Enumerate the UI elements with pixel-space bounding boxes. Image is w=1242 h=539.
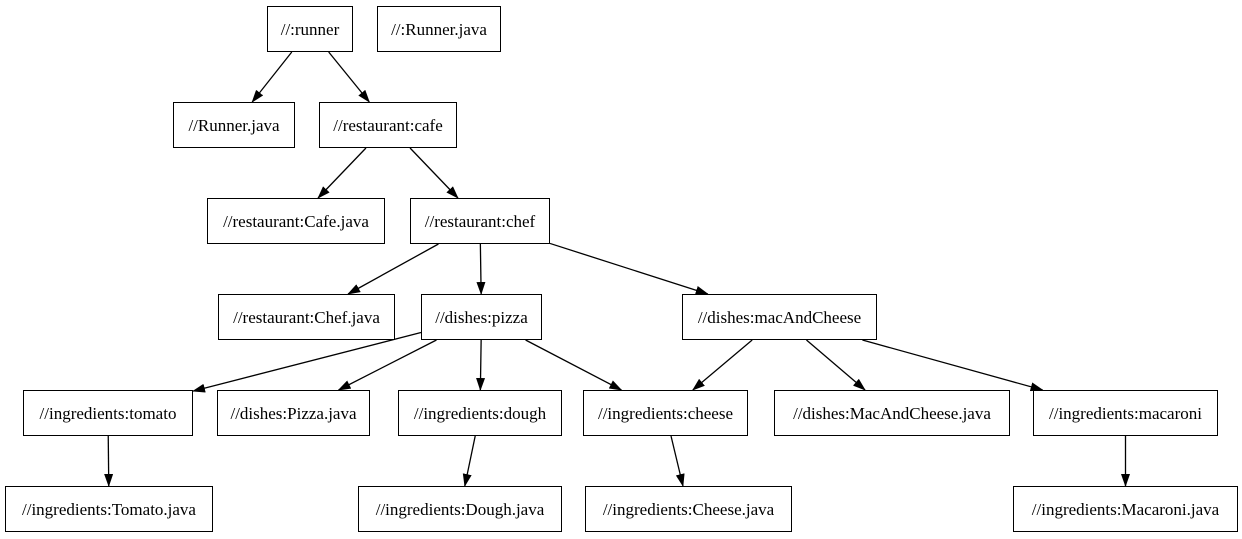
graph-edge-chef-to-pizza [476,243,486,295]
graph-node-label: //:runner [280,19,340,39]
graph-node-label: //restaurant:Chef.java [233,307,380,327]
graph-node-mac-and-cheese: //dishes:macAndCheese [682,294,877,340]
graph-node-label: //dishes:pizza [435,307,528,327]
graph-edge-chef-to-chef-java [347,243,439,295]
graph-edge-tomato-to-tomato-java [104,435,114,487]
graph-node-label: //ingredients:macaroni [1049,403,1202,423]
graph-node-label: //ingredients:Cheese.java [602,499,775,519]
graph-edge-runner-to-runner-java [251,51,293,103]
graph-edge-cafe-to-cafe-java [317,147,367,199]
graph-node-label: //dishes:macAndCheese [697,307,862,327]
graph-node-dough: //ingredients:dough [398,390,562,436]
graph-edge-cafe-to-chef [409,147,459,199]
graph-node-dough-java: //ingredients:Dough.java [358,486,562,532]
graph-node-tomato: //ingredients:tomato [23,390,193,436]
graph-edge-pizza-to-cheese [525,339,623,391]
graph-node-cheese: //ingredients:cheese [583,390,748,436]
graph-node-runner-java: //Runner.java [173,102,295,148]
graph-node-label: //restaurant:cafe [333,115,443,135]
graph-node-label: //ingredients:Dough.java [375,499,545,519]
graph-edge-mac-and-cheese-to-cheese [692,339,753,391]
graph-node-label: //ingredients:tomato [39,403,177,423]
graph-edge-cheese-to-cheese-java [670,435,685,487]
graph-node-label: //ingredients:Macaroni.java [1031,499,1220,519]
graph-node-mac-cheese-java: //dishes:MacAndCheese.java [774,390,1010,436]
graph-node-label: //ingredients:cheese [597,403,733,423]
graph-node-label: //ingredients:Tomato.java [22,499,196,519]
graph-node-pizza: //dishes:pizza [421,294,542,340]
graph-node-chef: //restaurant:chef [410,198,550,244]
graph-edge-pizza-to-pizza-java [337,339,437,391]
graph-node-cheese-java: //ingredients:Cheese.java [585,486,792,532]
graph-node-macaroni-java: //ingredients:Macaroni.java [1013,486,1238,532]
graph-edge-pizza-to-tomato [192,331,422,393]
graph-node-label: //dishes:Pizza.java [230,403,357,423]
graph-node-label: //Runner.java [188,115,280,135]
graph-node-runner: //:runner [267,6,353,52]
graph-edge-runner-to-cafe [328,51,370,103]
graph-node-label: //ingredients:dough [413,403,547,423]
graph-node-label: //dishes:MacAndCheese.java [793,403,991,423]
graph-node-cafe-java: //restaurant:Cafe.java [207,198,385,244]
graph-edge-dough-to-dough-java [462,435,476,487]
graph-edge-mac-and-cheese-to-mac-cheese-java [806,339,866,391]
graph-node-tomato-java: //ingredients:Tomato.java [5,486,213,532]
graph-node-label: //:Runner.java [391,19,487,39]
graph-edge-mac-and-cheese-to-macaroni [862,339,1044,392]
graph-node-label: //restaurant:Cafe.java [223,211,369,231]
graph-node-chef-java: //restaurant:Chef.java [218,294,395,340]
graph-node-macaroni: //ingredients:macaroni [1033,390,1218,436]
graph-node-pizza-java: //dishes:Pizza.java [217,390,370,436]
graph-edge-chef-to-mac-and-cheese [549,242,709,295]
graph-node-cafe: //restaurant:cafe [319,102,457,148]
graph-node-label: //restaurant:chef [424,211,536,231]
graph-edge-pizza-to-dough [476,339,486,391]
graph-node-runner-java-src: //:Runner.java [377,6,501,52]
